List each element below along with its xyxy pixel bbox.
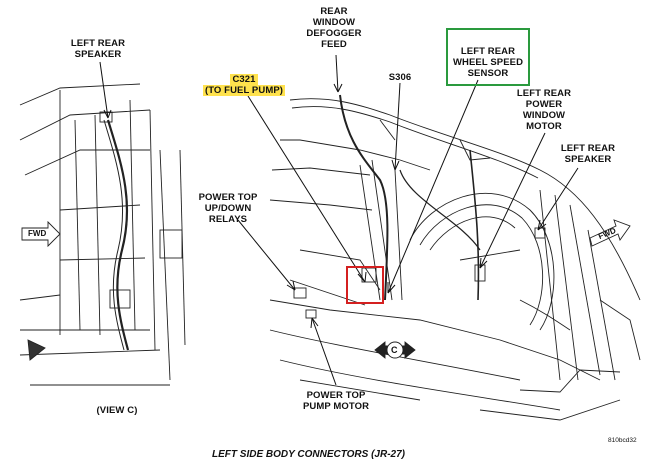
label-line: LEFT REAR xyxy=(516,88,572,99)
label-line: C321 xyxy=(196,74,292,85)
label-line: FEED xyxy=(321,39,347,50)
wheel-speed-highlight-box xyxy=(446,28,530,86)
label-line: RELAYS xyxy=(208,214,248,225)
label-left-rear-speaker-main: LEFT REAR SPEAKER xyxy=(548,143,628,165)
label-line: UP/DOWN xyxy=(204,203,252,214)
leader-lines xyxy=(99,54,579,386)
label-line: WINDOW xyxy=(312,17,356,28)
label-line: MOTOR xyxy=(526,121,562,132)
view-c-drawing xyxy=(19,83,186,386)
label-line: POWER TOP xyxy=(306,390,366,401)
label-line: (TO FUEL PUMP) xyxy=(196,85,292,96)
label-line: WHEEL SPEED xyxy=(452,57,524,68)
label-power-top-pump-motor: POWER TOP PUMP MOTOR xyxy=(290,390,382,412)
label-left-rear-speaker-view: LEFT REAR SPEAKER xyxy=(48,38,148,60)
label-line: REAR xyxy=(320,6,348,17)
label-line: SPEAKER xyxy=(564,154,612,165)
label-line: SENSOR xyxy=(467,68,509,79)
fwd-arrow-left-shape xyxy=(21,220,61,248)
label-line: SPEAKER xyxy=(74,49,122,60)
label-line: PUMP MOTOR xyxy=(302,401,370,412)
highlighted-text: (TO FUEL PUMP) xyxy=(202,85,286,96)
fwd-arrow-right-shape xyxy=(589,219,631,247)
label-c321: C321 (TO FUEL PUMP) xyxy=(196,74,292,96)
highlighted-text: C321 xyxy=(230,74,258,85)
label-line: POWER xyxy=(525,99,563,110)
figure-caption: LEFT SIDE BODY CONNECTORS (JR-27) xyxy=(212,449,405,460)
label-line: LEFT REAR xyxy=(560,143,616,154)
main-drawing xyxy=(269,94,641,421)
label-line: S306 xyxy=(388,72,412,83)
label-line: DEFOGGER xyxy=(306,28,362,39)
label-defogger-feed: REAR WINDOW DEFOGGER FEED xyxy=(288,6,380,50)
label-line: (VIEW C) xyxy=(96,405,138,416)
label-wheel-speed-sensor: LEFT REAR WHEEL SPEED SENSOR xyxy=(446,46,530,79)
label-line: WINDOW xyxy=(522,110,566,121)
c-marker-label: C xyxy=(391,345,398,355)
figure-code: 810bcd32 xyxy=(608,437,637,444)
label-line: LEFT REAR xyxy=(70,38,126,49)
fwd-label-left: FWD xyxy=(28,229,47,238)
label-power-window-motor: LEFT REAR POWER WINDOW MOTOR xyxy=(500,88,588,132)
label-line: LEFT REAR xyxy=(460,46,516,57)
label-line: POWER TOP xyxy=(198,192,258,203)
label-s306: S306 xyxy=(384,72,416,83)
c321-connector-highlight-box xyxy=(346,266,384,304)
c-marker-shape xyxy=(374,341,416,359)
label-power-top-relays: POWER TOP UP/DOWN RELAYS xyxy=(188,192,268,225)
label-view-c: (VIEW C) xyxy=(82,405,152,416)
